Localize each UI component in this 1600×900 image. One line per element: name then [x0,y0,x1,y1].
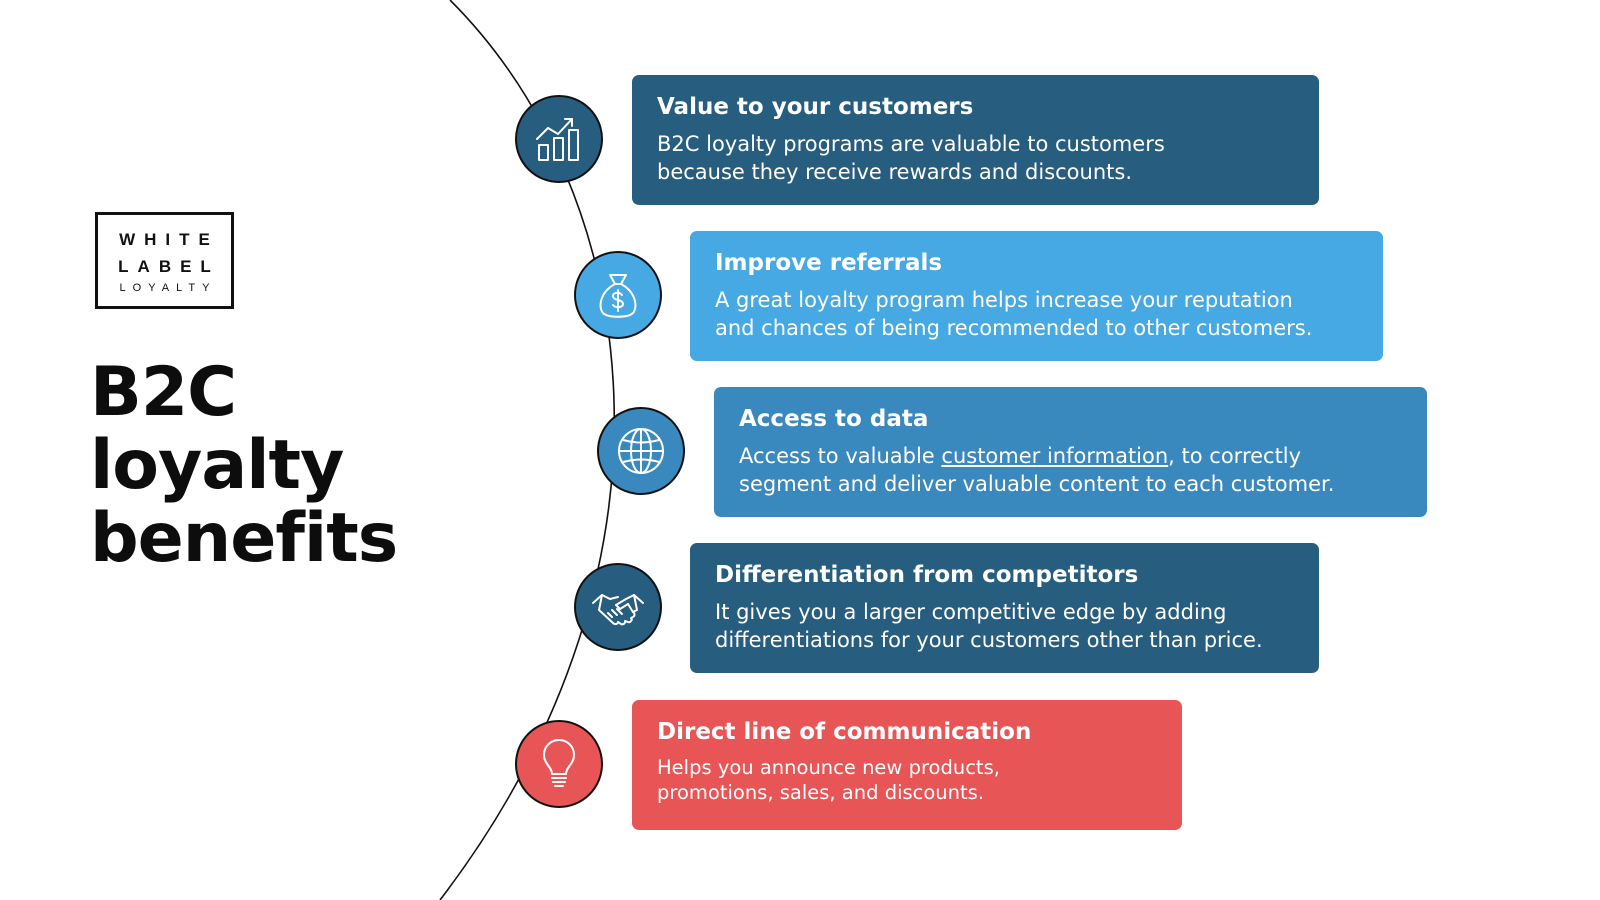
title-line-2: loyalty [90,426,344,505]
bar-chart-growth-icon [536,118,579,161]
logo-line-1: WHITE [119,229,219,249]
money-bag-icon [599,274,637,318]
benefit-description: Helps you announce new products, promoti… [657,755,1158,805]
benefit-description-line-2: promotions, sales, and discounts. [657,781,985,804]
benefit-card-differentiation: Differentiation from competitors It give… [690,543,1319,673]
benefit-description-line-1: Helps you announce new products, [657,756,1000,779]
benefit-heading: Differentiation from competitors [715,562,1139,588]
benefit-4-icon-circle [574,563,662,651]
benefit-description-line-1-suffix: , to correctly [1168,444,1302,468]
benefit-description-line-1: B2C loyalty programs are valuable to cus… [657,132,1165,156]
benefit-1-icon-circle [515,95,603,183]
benefit-description: B2C loyalty programs are valuable to cus… [657,130,1295,186]
benefit-description-line-2: and chances of being recommended to othe… [715,316,1313,340]
benefit-description: A great loyalty program helps increase y… [715,286,1359,342]
benefit-description-line-2: differentiations for your customers othe… [715,628,1263,652]
benefit-description-line-2: segment and deliver valuable content to … [739,472,1335,496]
benefit-2-icon-circle [574,251,662,339]
benefit-card-data: Access to data Access to valuable custom… [714,387,1427,517]
benefit-heading: Access to data [739,406,929,432]
benefit-description-line-2: because they receive rewards and discoun… [657,160,1132,184]
handshake-icon [592,594,644,626]
benefit-description-line-1-prefix: Access to valuable [739,444,942,468]
benefit-card-referrals: Improve referrals A great loyalty progra… [690,231,1383,361]
benefit-card-communication: Direct line of communication Helps you a… [632,700,1182,830]
lightbulb-icon [543,739,575,787]
globe-icon [618,428,664,474]
white-label-loyalty-logo: WHITE LABEL LOYALTY [95,212,234,309]
customer-information-link[interactable]: customer information [941,444,1169,468]
benefit-description: It gives you a larger competitive edge b… [715,598,1295,654]
benefit-description: Access to valuable customer information,… [739,442,1403,498]
benefit-heading: Direct line of communication [657,719,1032,745]
logo-line-3: LOYALTY [119,281,217,294]
title-line-1: B2C [90,353,237,432]
benefit-heading: Value to your customers [657,94,974,120]
benefit-3-icon-circle [597,407,685,495]
benefit-5-icon-circle [515,720,603,808]
benefit-description-line-1: It gives you a larger competitive edge b… [715,600,1227,624]
benefit-card-value: Value to your customers B2C loyalty prog… [632,75,1319,205]
benefit-heading: Improve referrals [715,250,943,276]
logo-line-2: LABEL [118,256,220,276]
title-line-3: benefits [90,499,398,578]
page-title: B2C loyalty benefits [90,353,398,578]
benefit-description-line-1: A great loyalty program helps increase y… [715,288,1293,312]
